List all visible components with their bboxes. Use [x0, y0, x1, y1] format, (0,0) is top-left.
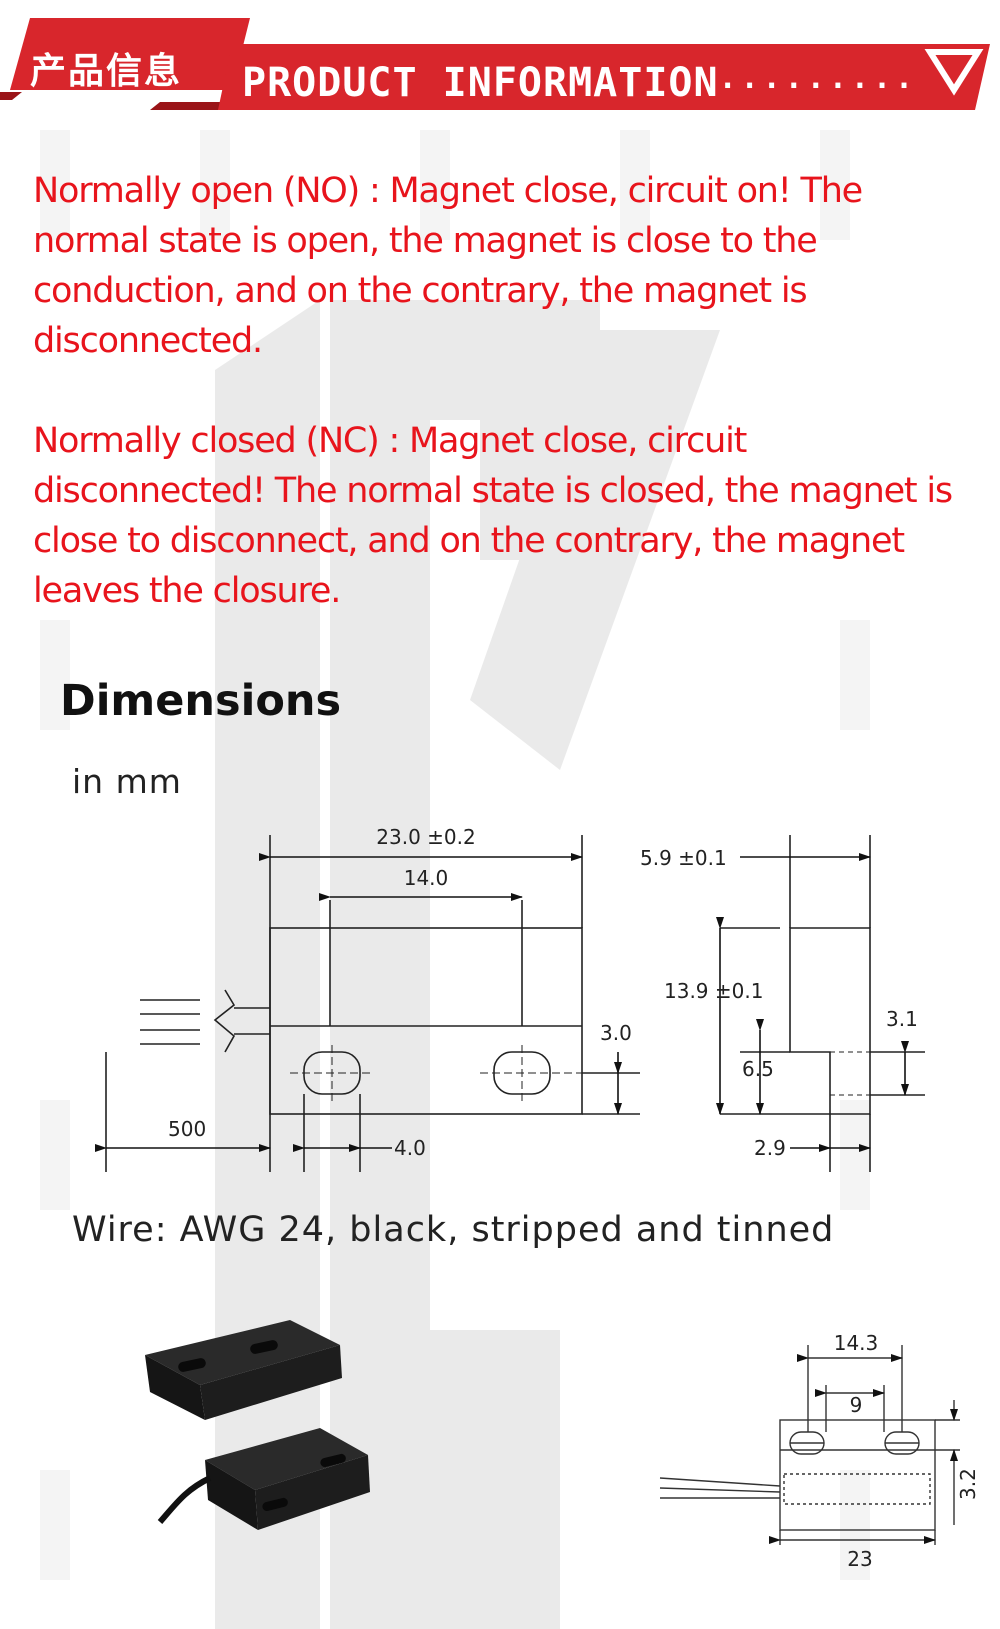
dimensions-unit: in mm	[72, 762, 182, 801]
dim2-length: 23	[847, 1547, 872, 1571]
banner-title-text: PRODUCT INFORMATION	[242, 60, 719, 106]
banner-title-english: PRODUCT INFORMATION·········	[242, 60, 917, 106]
dim-height: 13.9 ±0.1	[664, 979, 763, 1003]
dim-hole-offset: 3.0	[600, 1021, 632, 1045]
dim2-hole-outer: 14.3	[834, 1331, 879, 1355]
dim-wire-length: 500	[168, 1117, 206, 1141]
product-information-banner: 产品信息 PRODUCT INFORMATION·········	[0, 10, 1000, 110]
wire-specification: Wire: AWG 24, black, stripped and tinned	[72, 1210, 835, 1250]
dim-hole-spacing: 14.0	[404, 866, 449, 890]
banner-title-chinese: 产品信息	[30, 51, 183, 92]
banner-shape	[0, 18, 990, 110]
dim2-hole-inner: 9	[850, 1393, 863, 1417]
dim2-thickness: 3.2	[956, 1468, 980, 1500]
dim-overall-length: 23.0 ±0.2	[376, 825, 475, 849]
dim-side-depth: 2.9	[754, 1136, 786, 1160]
normally-open-description: Normally open (NO) : Magnet close, circu…	[33, 171, 863, 361]
banner-dots: ·········	[718, 69, 918, 104]
dim-width: 5.9 ±0.1	[640, 846, 727, 870]
dim-hole-width: 4.0	[394, 1136, 426, 1160]
sensor-side-view	[789, 927, 871, 1115]
dim-step-height: 3.1	[886, 1007, 918, 1031]
top-view-drawing	[659, 1345, 960, 1545]
dim-mount-height: 6.5	[742, 1057, 774, 1081]
dimensions-heading: Dimensions	[60, 676, 342, 726]
sensor-front-view	[269, 927, 583, 1115]
normally-closed-description: Normally closed (NC) : Magnet close, cir…	[33, 421, 953, 611]
product-photo	[145, 1320, 370, 1530]
